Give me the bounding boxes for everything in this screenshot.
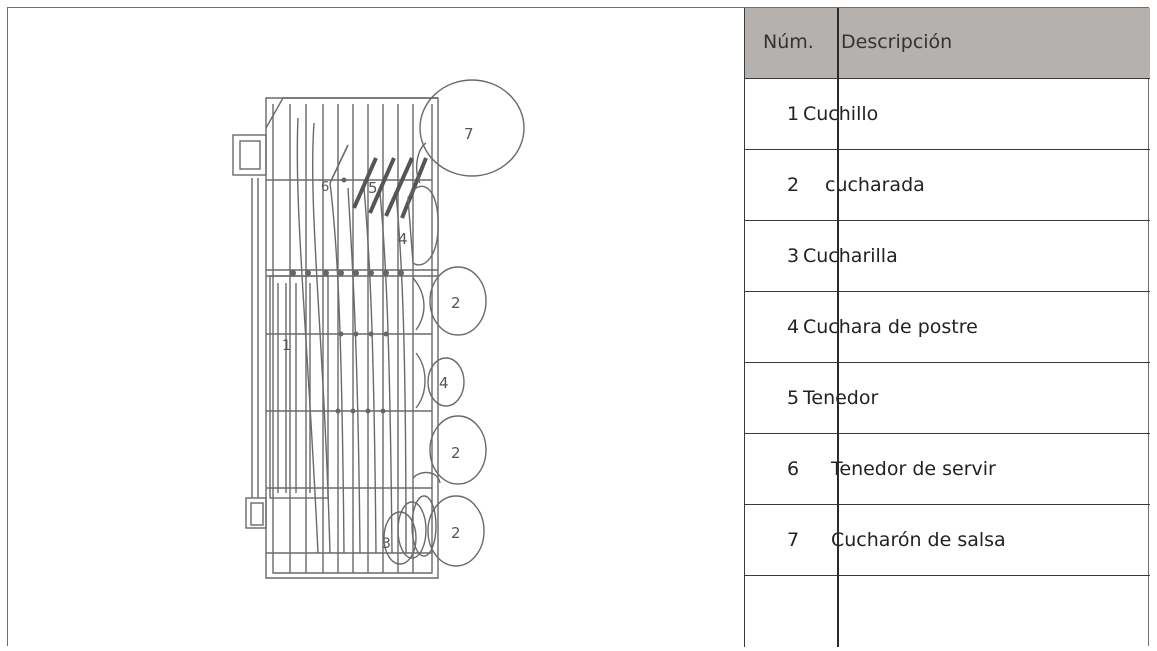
callout-6: 6 [321,180,329,195]
row-description: Tenedor de servir [831,458,996,480]
teaspoon-bowl [383,511,417,565]
spoon-bowl-middle [429,415,487,485]
basket-bottom-clip [245,497,267,529]
row-num: 2 [787,174,800,196]
row-description: Cucharón de salsa [831,529,1006,551]
column-divider [837,8,839,647]
row-description: Tenedor [803,387,879,409]
row-description: Cuchara de postre [803,316,978,338]
row-description: cucharada [825,174,925,196]
callout-3: 3 [382,536,391,552]
table-row-empty [745,576,1150,647]
document-frame: 7 6 5 4 2 1 4 2 3 2 Núm. Descripción 1 C… [7,7,1150,647]
callout-2-lower: 2 [451,524,461,542]
callout-1: 1 [282,338,291,354]
row-num: 3 [787,245,800,267]
row-num: 5 [787,387,800,409]
callout-4-upper: 4 [398,230,408,248]
spoon-bowl-lower [427,495,485,567]
table-header: Núm. Descripción [745,8,1150,79]
cutlery-basket-drawing: 7 6 5 4 2 1 4 2 3 2 [232,79,525,579]
basket-top-clip [232,134,267,176]
basket-outline [265,97,439,579]
row-num: 7 [787,529,800,551]
table-row: 4 Cuchara de postre [745,292,1150,363]
row-description: Cuchillo [803,103,879,125]
table-row: 7 Cucharón de salsa [745,505,1150,576]
cutlery-basket-diagram: 7 6 5 4 2 1 4 2 3 2 [8,8,744,647]
callout-2-upper: 2 [451,294,461,312]
callout-4-lower: 4 [439,374,449,392]
dessert-spoon-bowl [427,357,465,407]
spoon-bowl-upper [429,266,487,336]
table-row: 3 Cucharilla [745,221,1150,292]
callout-2-middle: 2 [451,444,461,462]
header-num: Núm. [763,31,814,53]
parts-table: Núm. Descripción 1 Cuchillo 2 cucharada … [744,8,1150,647]
row-num: 4 [787,316,800,338]
row-num: 1 [787,103,800,125]
table-row: 1 Cuchillo [745,79,1150,150]
callout-7: 7 [464,125,474,143]
row-description: Cucharilla [803,245,898,267]
header-description: Descripción [841,31,953,53]
table-row: 2 cucharada [745,150,1150,221]
table-row: 6 Tenedor de servir [745,434,1150,505]
callout-5: 5 [368,179,378,197]
ladle-bowl [419,79,525,177]
knife-compartment [269,275,329,499]
table-row: 5 Tenedor [745,363,1150,434]
row-num: 6 [787,458,800,480]
